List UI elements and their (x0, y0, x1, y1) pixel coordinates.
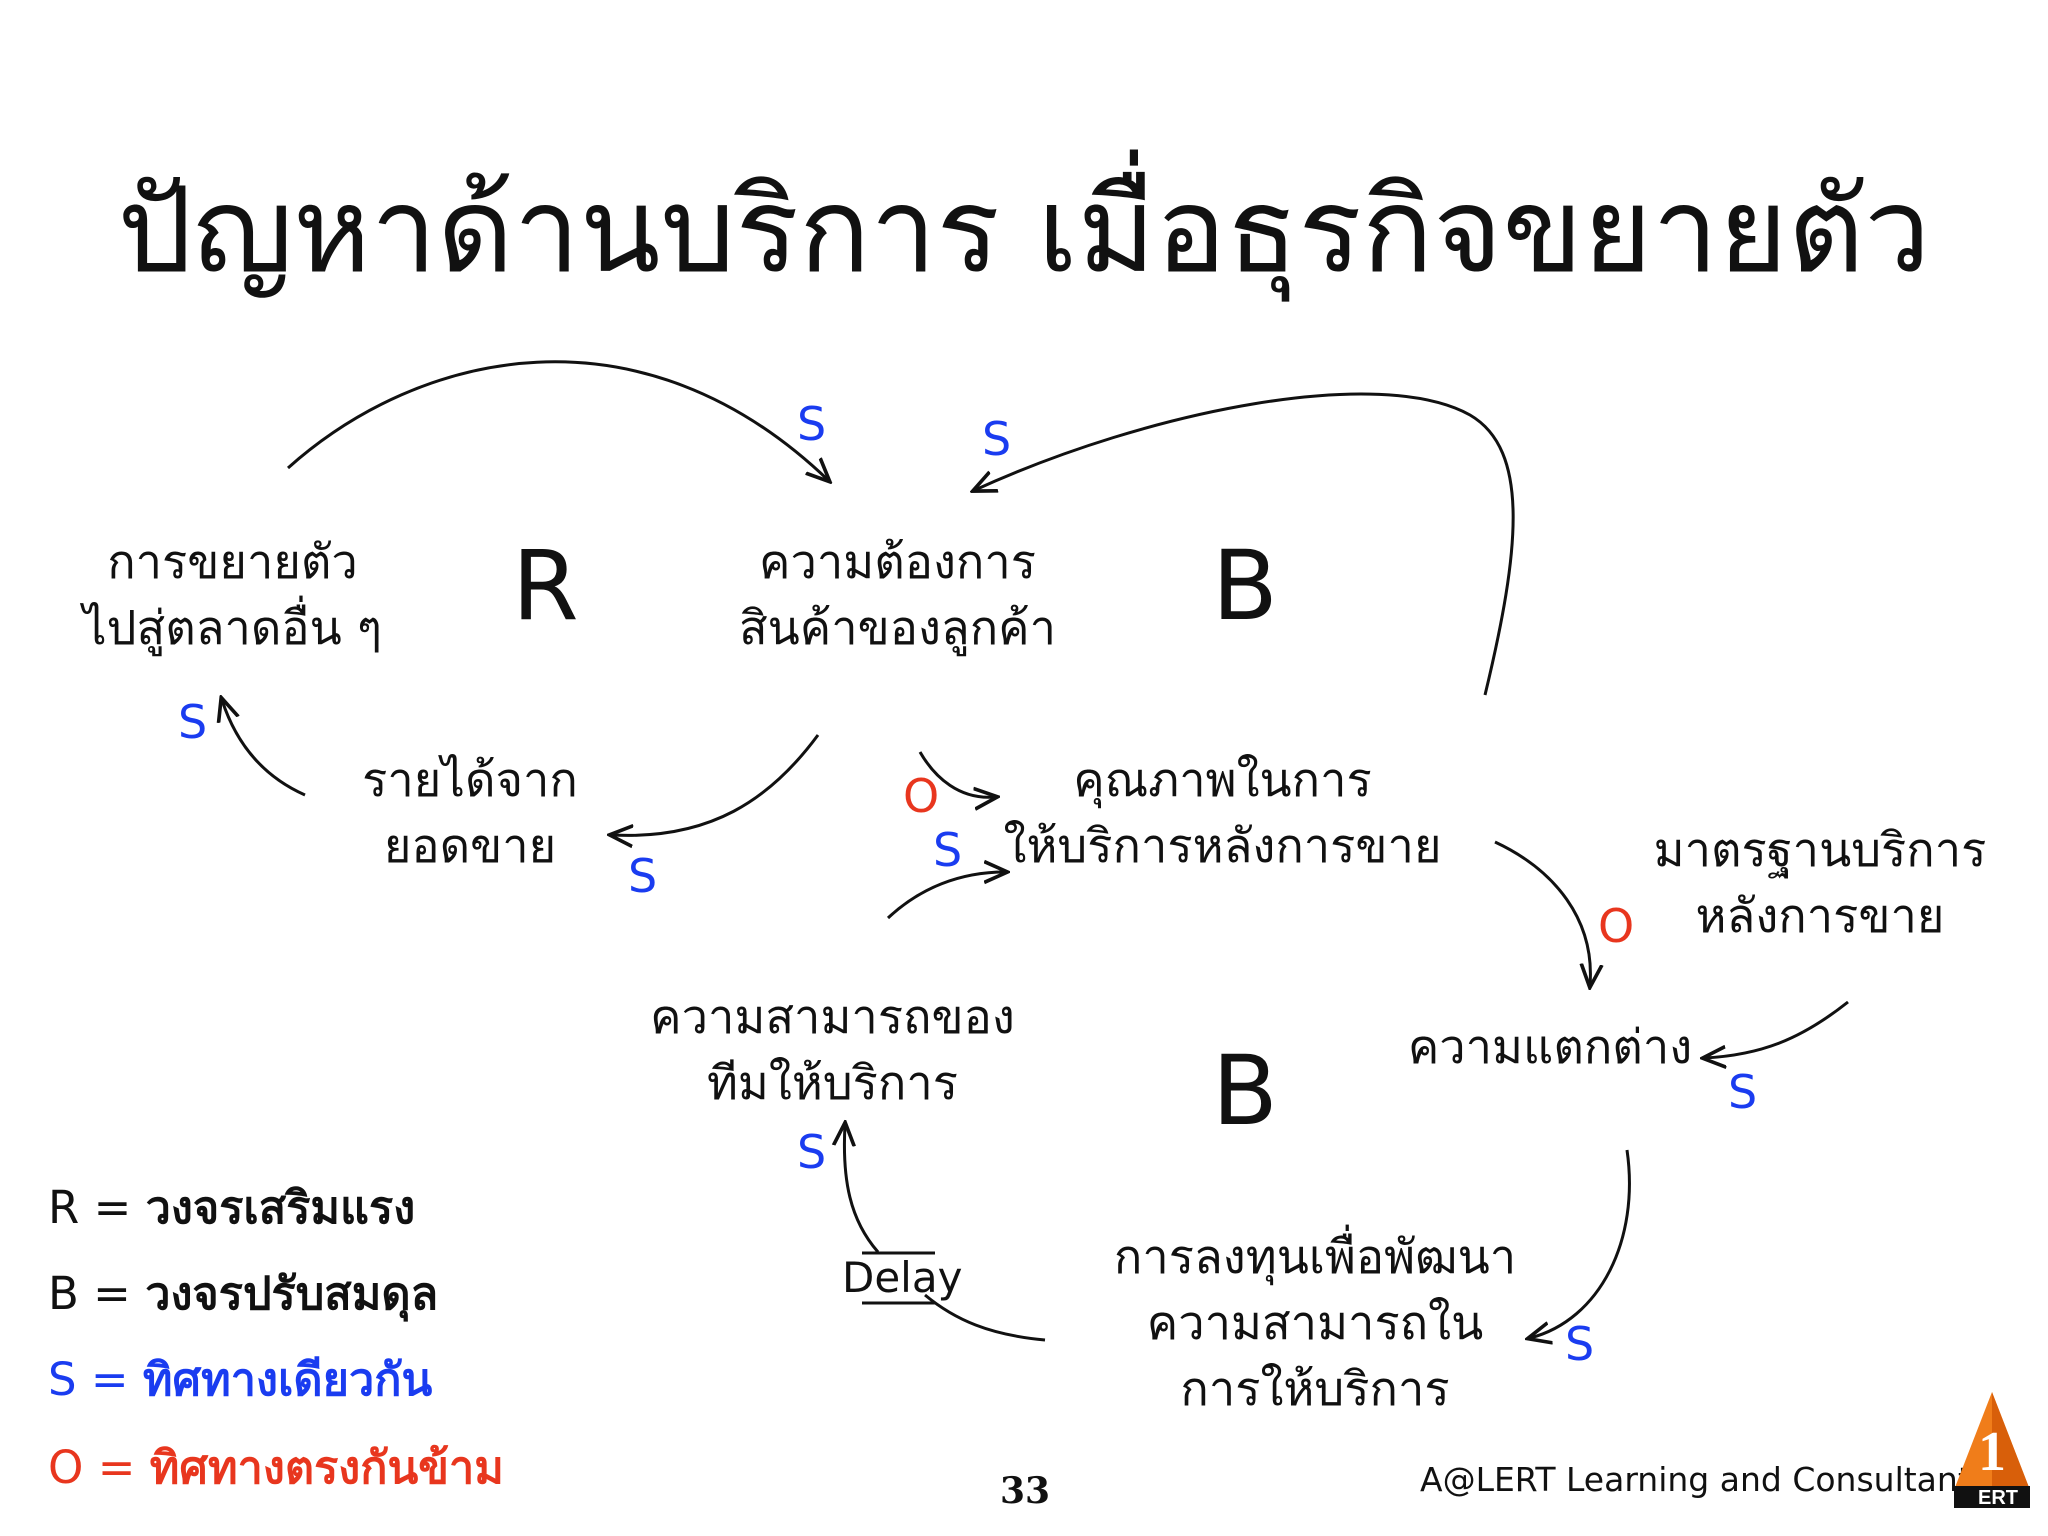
arrow-quality-to-demand (975, 392, 1515, 696)
loop-label-balancing-bottom: B (1212, 1035, 1278, 1147)
polarity-s-delay-ability: S (797, 1125, 827, 1179)
arrow-gap-to-investment (1530, 1149, 1631, 1338)
legend-item-r: R = วงจรเสริมแรง (48, 1181, 416, 1234)
delay-label: Delay (842, 1253, 963, 1302)
page-number: 33 (1000, 1470, 1051, 1512)
polarity-s-ability-quality: S (933, 823, 963, 877)
legend: R = วงจรเสริมแรง B = วงจรปรับสมดุล S = ท… (48, 1180, 504, 1526)
polarity-s-quality-demand: S (982, 412, 1012, 466)
arrow-standard-to-gap (1705, 1000, 1849, 1058)
arrow-expansion-to-demand (287, 360, 828, 480)
company-logo: 1 ERT (1954, 1392, 2030, 1509)
arrow-demand-to-quality (918, 751, 995, 797)
polarity-o-quality-gap: O (1598, 899, 1635, 953)
node-standard: มาตรฐานบริการ หลังการขาย (1653, 823, 1987, 944)
polarity-s-expansion-demand: S (797, 397, 827, 451)
legend-item-b: B = วงจรปรับสมดุล (48, 1267, 439, 1320)
polarity-s-standard-gap: S (1728, 1065, 1758, 1119)
arrow-ability-to-quality (886, 872, 1005, 920)
node-quality: คุณภาพในการ ให้บริการหลังการขาย (1003, 753, 1442, 874)
loop-label-balancing-top: B (1212, 530, 1278, 642)
node-revenue: รายได้จาก ยอดขาย (362, 753, 578, 874)
arrow-revenue-to-expansion (222, 700, 306, 797)
arrow-quality-to-gap (1494, 840, 1590, 985)
polarity-s-demand-revenue: S (628, 849, 658, 903)
node-expansion: การขยายตัว ไปสู่ตลาดอื่น ๆ (83, 535, 382, 656)
polarity-o-demand-quality: O (903, 769, 940, 823)
footer-company: A@LERT Learning and Consultant (1420, 1460, 1971, 1499)
node-demand: ความต้องการ สินค้าของลูกค้า (738, 535, 1057, 656)
logo-text: ERT (1978, 1487, 2018, 1509)
node-investment: การลงทุนเพื่อพัฒนา ความสามารถใน การให้บร… (1113, 1230, 1517, 1417)
arrow-demand-to-revenue (612, 734, 820, 835)
legend-item-o: O = ทิศทางตรงกันข้าม (48, 1441, 504, 1494)
arrow-investment-to-ability (924, 1293, 1046, 1342)
polarity-s-revenue-expansion: S (178, 695, 208, 749)
node-gap: ความแตกต่าง (1407, 1020, 1693, 1075)
node-team-ability: ความสามารถของ ทีมให้บริการ (650, 990, 1015, 1111)
loop-label-reinforcing: R (512, 530, 579, 642)
polarity-s-gap-investment: S (1565, 1317, 1595, 1371)
logo-numeral: 1 (1978, 1421, 2006, 1483)
page-title: ปัญหาด้านบริการ เมื่อธุรกิจขยายตัว (117, 161, 1931, 299)
arrow-delay-to-ability (844, 1125, 880, 1253)
legend-item-s: S = ทิศทางเดียวกัน (48, 1353, 433, 1406)
